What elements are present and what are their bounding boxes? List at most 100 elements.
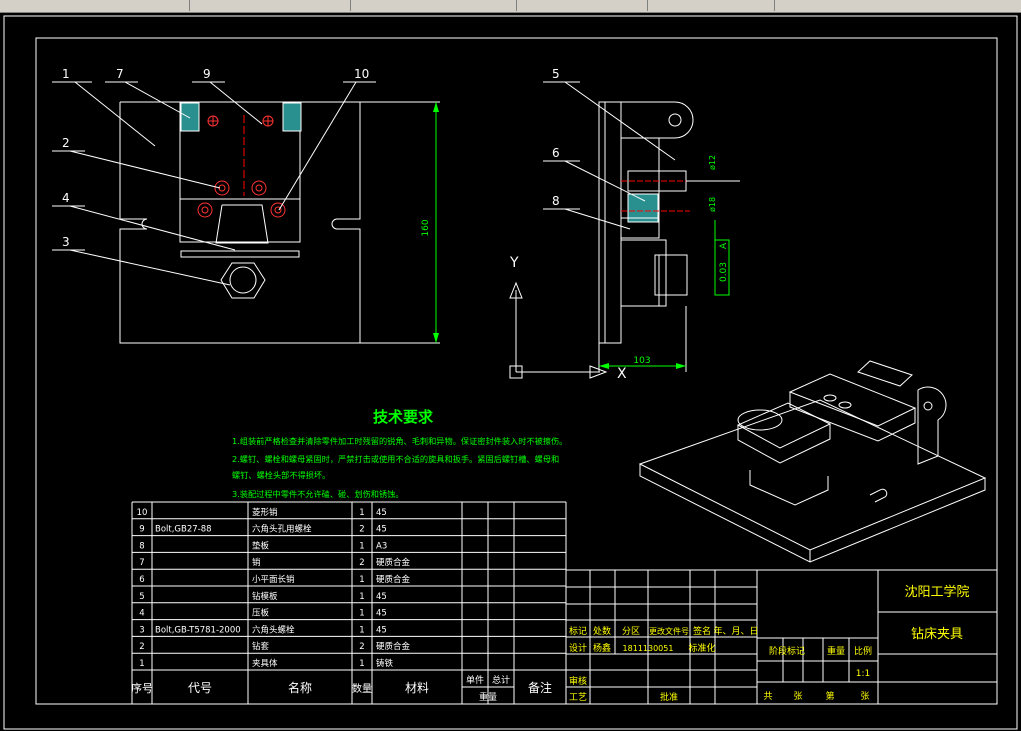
tech-line-1: 1.组装前严格检查并清除零件加工时残留的锐角、毛刺和异物。保证密封件装入时不被擦… (232, 436, 567, 446)
bom-header-qty: 数量 (352, 682, 372, 695)
bom-cell-qty: 1 (359, 609, 364, 619)
callout-9: 9 (203, 67, 211, 81)
tb-id: 1811130051 (623, 644, 674, 653)
bom-header-no: 序号 (131, 681, 153, 695)
tb-check: 审核 (569, 675, 587, 687)
tb-std: 标准化 (688, 642, 715, 654)
bom-cell-no: 6 (139, 575, 144, 585)
tb-sign: 签名 (693, 625, 711, 637)
tb-sheets-unit1: 张 (793, 691, 802, 702)
title-block: 标记 处数 分区 更改文件号 签名 年、月、日 设计 杨鑫 1811130051… (565, 569, 998, 705)
front-view: 160 (119, 101, 440, 344)
bom-cell-code: Bolt,GB27-88 (155, 525, 212, 535)
bom-cell-name: 钻模板 (252, 591, 278, 602)
tb-designer: 杨鑫 (593, 642, 611, 654)
callout-8: 8 (552, 194, 560, 208)
bom-cell-name: 垫板 (252, 540, 270, 551)
tech-line-3: 螺钉、螺栓头部不得损坏。 (232, 470, 330, 480)
bom-header-note: 备注 (528, 680, 552, 695)
toolbar-segment[interactable] (771, 0, 1021, 11)
tech-line-2: 2.螺钉、螺栓和螺母紧固时，严禁打击或使用不合适的旋具和扳手。紧固后螺钉槽、螺母… (232, 454, 559, 464)
tb-approve: 批准 (660, 691, 678, 703)
callout-5: 5 (552, 67, 560, 81)
tb-sheet-no: 第 (825, 690, 834, 702)
tb-design: 设计 (569, 642, 587, 654)
toolbar-segment[interactable] (0, 0, 190, 11)
bom-cell-name: 销 (252, 557, 261, 568)
callout-4: 4 (62, 191, 70, 205)
bom-cell-qty: 2 (359, 558, 364, 568)
bom-cell-no: 5 (139, 592, 144, 602)
tb-scale: 比例 (854, 645, 872, 657)
bom-cell-qty: 1 (359, 625, 364, 635)
top-toolbar (0, 0, 1021, 13)
bom-cell-name: 钻套 (252, 641, 270, 652)
toolbar-segment[interactable] (644, 0, 775, 11)
side-view: 0.03 A ø12 ø18 103 5 6 8 (543, 67, 740, 372)
toolbar-segment[interactable] (186, 0, 351, 11)
bom-cell-mat: 硬质合金 (376, 641, 411, 652)
bom-cell-mat: 45 (376, 625, 387, 635)
bom-cell-code: Bolt,GB-T5781-2000 (155, 625, 241, 635)
bom-header-unit: 单件 (466, 674, 484, 686)
svg-text:ø12: ø12 (708, 155, 717, 170)
tb-scale-value: 1:1 (856, 669, 870, 679)
bom-cell-mat: 45 (376, 508, 387, 518)
callouts-front: 1 7 9 10 2 4 3 (52, 67, 376, 286)
cad-drawing[interactable]: 160 1 7 9 10 2 4 3 (0, 12, 1021, 731)
bom-cell-no: 2 (139, 642, 144, 652)
bom-cell-qty: 1 (359, 508, 364, 518)
tb-count: 处数 (593, 625, 611, 637)
bom-cell-qty: 1 (359, 659, 364, 669)
tb-mark: 标记 (569, 625, 587, 637)
tb-zone: 分区 (622, 626, 640, 637)
svg-text:ø18: ø18 (708, 197, 717, 212)
bom-cell-name: 压板 (252, 608, 270, 619)
bom-cell-name: 六角头螺栓 (252, 624, 295, 635)
bom-cell-name: 菱形销 (252, 507, 278, 518)
dim-tolerance: 0.03 (719, 262, 729, 282)
bom-header-mat: 材料 (405, 681, 429, 695)
callout-7: 7 (116, 67, 124, 81)
axis-x: X (617, 366, 627, 382)
toolbar-segment[interactable] (347, 0, 517, 11)
tb-weight: 重量 (827, 645, 845, 657)
inner-frame (35, 37, 998, 705)
bom-cell-mat: A3 (376, 541, 387, 551)
bom-header-weight: 重量 (479, 691, 497, 703)
bom-header-name: 名称 (288, 680, 312, 695)
callout-1: 1 (62, 67, 70, 81)
bom-cell-no: 10 (137, 508, 148, 518)
bom-cell-no: 3 (139, 625, 144, 635)
tech-line-4: 3.装配过程中零件不允许磕、碰、划伤和锈蚀。 (232, 489, 404, 499)
bom-cell-no: 7 (139, 558, 144, 568)
isometric-view (638, 360, 987, 563)
bom-cell-no: 4 (139, 609, 144, 619)
bom-cell-mat: 45 (376, 592, 387, 602)
tb-craft: 工艺 (569, 692, 587, 703)
bom-cell-qty: 2 (359, 525, 364, 535)
datum-label: A (719, 242, 729, 249)
bom-cell-name: 六角头孔用螺栓 (252, 524, 312, 535)
outer-frame (3, 15, 1018, 730)
tb-date: 年、月、日 (713, 625, 758, 637)
bom-cell-mat: 硬质合金 (376, 557, 411, 568)
dim-height: 160 (421, 219, 431, 236)
bom-cell-mat: 硬质合金 (376, 574, 411, 585)
bom-cell-mat: 铸铁 (376, 658, 394, 669)
tb-sheets-unit2: 张 (860, 691, 869, 702)
callout-3: 3 (62, 235, 70, 249)
bom-cell-mat: 45 (376, 609, 387, 619)
dim-width: 103 (633, 356, 650, 366)
tb-change-doc: 更改文件号 (649, 626, 689, 636)
axis-y: Y (509, 255, 519, 271)
bom-header-total: 总计 (492, 674, 510, 686)
toolbar-segment[interactable] (513, 0, 648, 11)
school-name: 沈阳工学院 (904, 584, 969, 600)
part-name: 钻床夹具 (911, 627, 963, 642)
bom-cell-no: 8 (139, 541, 144, 551)
callout-2: 2 (62, 136, 70, 150)
bom-cell-no: 1 (139, 659, 144, 669)
bom-header-code: 代号 (188, 681, 212, 695)
